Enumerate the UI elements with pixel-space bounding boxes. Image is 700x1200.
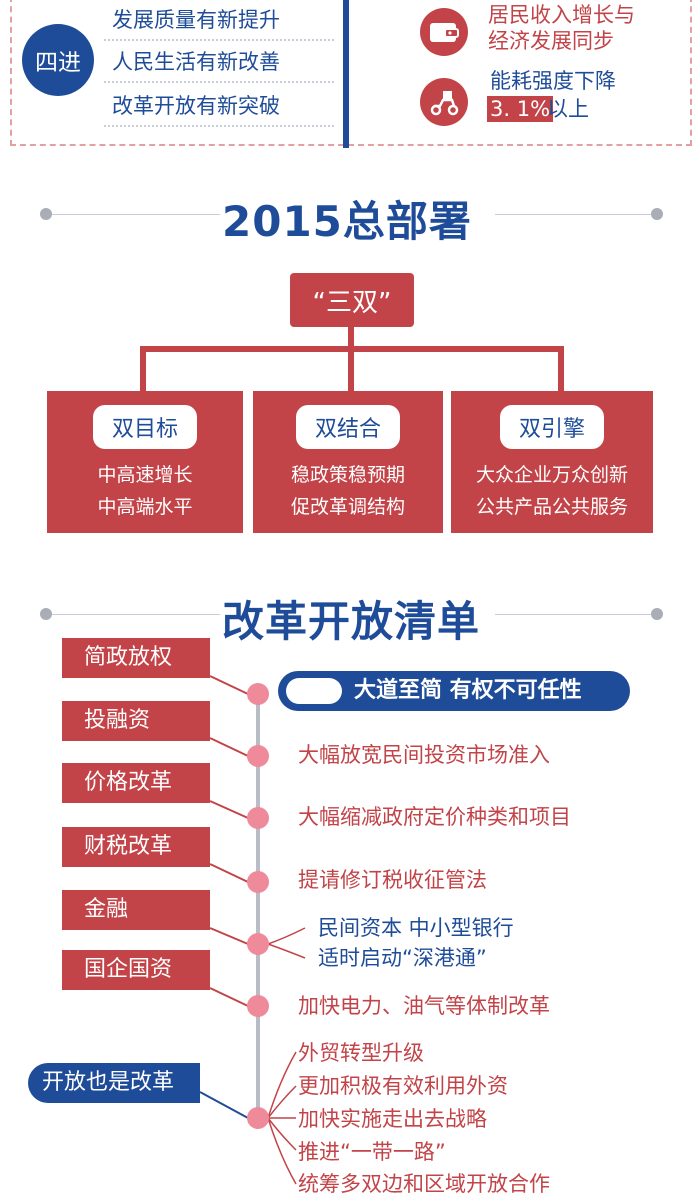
item-open-2: 更加积极有效利用外资 [298,1074,508,1098]
sijin-badge: 四进 [22,24,94,96]
item-finance-2: 适时启动“深港通” [318,946,487,970]
timeline-node [247,807,269,829]
box-shuang-yinqing: 双引擎 大众企业万众创新 公共产品公共服务 [451,391,653,533]
label-jianzheng: 简政放权 [62,638,210,678]
slogan-pill [286,678,342,704]
sijin-line-1: 发展质量有新提升 [104,4,334,41]
box-line-1: 大众企业万众创新 [475,464,628,486]
box-line-2: 公共产品公共服务 [475,496,628,518]
top-summary-box [10,0,692,146]
label-caishui: 财税改革 [62,827,210,867]
timeline-node [247,745,269,767]
section-line-right-2 [495,614,653,615]
box-shuang-mubiao: 双目标 中高速增长 中高端水平 [47,391,243,533]
sanshuang-root: “三双” [290,273,414,327]
vertical-divider [343,0,349,148]
tree-stem [348,327,354,350]
timeline-node [247,683,269,705]
tree-branch-3 [558,346,564,392]
section-line-right [495,214,653,215]
item-open-1: 外贸转型升级 [298,1041,424,1065]
item-open-5: 统筹多双边和区域开放合作 [298,1172,550,1196]
timeline-node [247,871,269,893]
income-text-1: 居民收入增长与 [488,3,635,27]
section-dot-right [651,208,663,220]
box-label: 双结合 [296,405,400,449]
item-soe: 加快电力、油气等体制改革 [298,994,550,1018]
item-open-4: 推进“一带一路” [298,1140,446,1164]
energy-suffix: 以上 [547,97,589,121]
box-label: 双目标 [93,405,197,449]
section-dot-left-2 [40,608,52,620]
item-price: 大幅缩减政府定价种类和项目 [298,805,571,829]
box-line-2: 促改革调结构 [290,496,405,518]
box-line-1: 中高速增长 [97,464,193,486]
timeline-line [256,690,260,1120]
box-line-1: 稳政策稳预期 [290,464,405,486]
section-line-left-2 [52,614,220,615]
energy-percent: 3. 1% [487,96,554,122]
box-line-2: 中高端水平 [97,496,193,518]
timeline-node [247,933,269,955]
reform-title: 改革开放清单 [222,597,481,646]
item-investment: 大幅放宽民间投资市场准入 [298,743,550,767]
timeline-node [247,995,269,1017]
section-dot-left [40,208,52,220]
label-tourongzi: 投融资 [62,701,210,741]
sijin-line-2: 人民生活有新改善 [104,46,334,83]
item-tax: 提请修订税收征管法 [298,868,487,892]
item-open-3: 加快实施走出去战略 [298,1107,487,1131]
label-jiage: 价格改革 [62,763,210,803]
box-shuang-jiehe: 双结合 稳政策稳预期 促改革调结构 [253,391,443,533]
tree-branch-1 [140,346,146,392]
section-dot-right-2 [651,608,663,620]
section-line-left [52,214,220,215]
sijin-line-3: 改革开放有新突破 [104,90,334,127]
tree-branch-2 [348,346,354,392]
item-finance-1: 民间资本 中小型银行 [318,916,514,940]
label-jinrong: 金融 [62,890,210,930]
box-label: 双引擎 [500,405,604,449]
slogan-text: 大道至简 有权不可任性 [354,678,582,703]
scooter-icon [420,78,468,126]
wallet-icon [420,8,468,56]
energy-text: 能耗强度下降 [490,69,616,93]
deploy-title: 2015总部署 [222,197,472,246]
timeline-node [247,1107,269,1129]
income-text-2: 经济发展同步 [488,29,614,53]
label-kaifang: 开放也是改革 [28,1063,200,1103]
label-guoqi: 国企国资 [62,950,210,990]
